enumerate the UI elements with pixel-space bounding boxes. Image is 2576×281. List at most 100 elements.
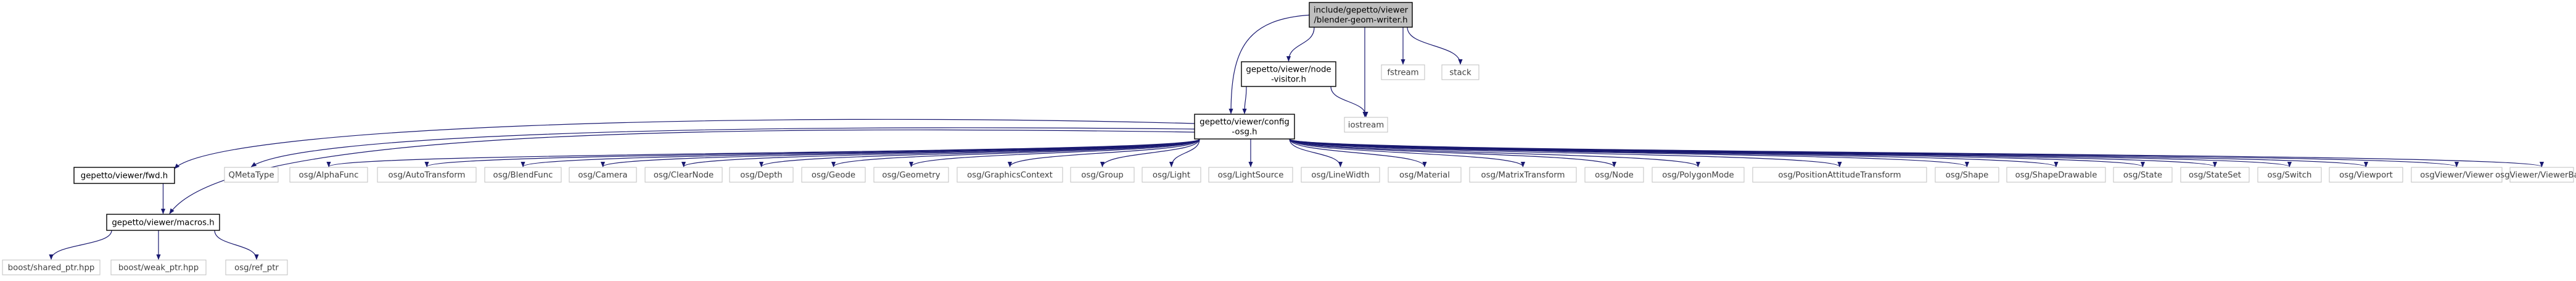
node-osg-shape: osg/Shape <box>1935 167 1999 183</box>
node-include-gepetto-viewer-blender-geom-writer-h[interactable]: include/gepetto/viewer/blender-geom-writ… <box>1309 2 1413 28</box>
node-label: osg/Light <box>1153 171 1190 180</box>
node-label: include/gepetto/viewer <box>1314 6 1409 15</box>
node-gepetto-viewer-macros-h[interactable]: gepetto/viewer/macros.h <box>106 214 220 231</box>
edge-node_visitor-to-config_osg <box>1242 86 1247 114</box>
edge-config_osg-to-osg_group <box>1100 138 1200 167</box>
edge-config_osg-to-osg_blendfunc <box>521 138 1200 167</box>
edge-config_osg-to-osgviewer_viewerbase <box>1289 138 2544 167</box>
edge-config_osg-to-osg_geode <box>831 138 1200 167</box>
node-label: osg/Switch <box>2268 171 2312 180</box>
node-iostream: iostream <box>1344 117 1388 133</box>
edge-config_osg-to-osgviewer_viewer <box>1289 138 2459 167</box>
node-box <box>1241 61 1336 87</box>
node-osgviewer-viewer: osgViewer/Viewer <box>2411 167 2503 183</box>
edge-config_osg-to-qmetatype <box>250 127 1195 167</box>
node-label: osg/AlphaFunc <box>299 171 359 180</box>
node-osg-camera: osg/Camera <box>569 167 637 183</box>
node-box <box>1584 167 1644 183</box>
node-gepetto-viewer-config-osg-h[interactable]: gepetto/viewer/config-osg.h <box>1194 114 1295 140</box>
node-label: /blender-geom-writer.h <box>1314 16 1407 25</box>
node-osg-linewidth: osg/LineWidth <box>1301 167 1380 183</box>
node-layer: include/gepetto/viewer/blender-geom-writ… <box>2 2 2576 275</box>
node-box <box>2006 167 2106 183</box>
node-box <box>73 167 175 184</box>
edge-config_osg-to-osg_material <box>1289 138 1427 167</box>
node-osg-lightsource: osg/LightSource <box>1208 167 1293 183</box>
node-box <box>225 259 288 275</box>
node-label: gepetto/viewer/fwd.h <box>81 172 168 181</box>
node-box <box>289 167 368 183</box>
node-box <box>957 167 1063 183</box>
node-gepetto-viewer-node-visitor-h[interactable]: gepetto/viewer/node-visitor.h <box>1241 61 1336 87</box>
node-box <box>2 259 101 275</box>
node-label: boost/weak_ptr.hpp <box>118 264 199 273</box>
node-box <box>106 214 220 231</box>
edge-root-to-node_visitor <box>1286 27 1315 62</box>
edge-config_osg-to-osg_clearnode <box>681 138 1200 167</box>
node-osg-node: osg/Node <box>1584 167 1644 183</box>
node-label: osg/Material <box>1399 171 1450 180</box>
edge-config_osg-to-osg_polygonmode <box>1289 138 1700 167</box>
node-stack: stack <box>1441 64 1479 80</box>
node-box <box>2509 167 2574 183</box>
node-box <box>1344 117 1388 133</box>
node-box <box>1301 167 1380 183</box>
node-osg-graphicscontext: osg/GraphicsContext <box>957 167 1063 183</box>
edge-config_osg-to-osg_pat <box>1289 138 1842 167</box>
node-box <box>1935 167 1999 183</box>
node-box <box>729 167 794 183</box>
node-osg-light: osg/Light <box>1142 167 1201 183</box>
node-label: osg/Camera <box>578 171 627 180</box>
edge-config_osg-to-osg_shape <box>1289 138 1969 167</box>
node-label: gepetto/viewer/macros.h <box>112 219 214 228</box>
node-label: osgViewer/ViewerBase <box>2495 171 2576 180</box>
node-osg-shapedrawable: osg/ShapeDrawable <box>2006 167 2106 183</box>
node-box <box>1388 167 1462 183</box>
node-osgviewer-viewerbase: osgViewer/ViewerBase <box>2495 167 2576 183</box>
node-label: iostream <box>1348 121 1384 130</box>
node-box <box>2113 167 2173 183</box>
node-box <box>377 167 477 183</box>
node-osg-positionattitudetransform: osg/PositionAttitudeTransform <box>1752 167 1927 183</box>
edge-config_osg-to-osg_autotransform <box>424 138 1200 167</box>
node-label: -visitor.h <box>1271 75 1306 85</box>
node-label: gepetto/viewer/config <box>1200 118 1290 127</box>
node-osg-group: osg/Group <box>1070 167 1135 183</box>
node-label: osg/AutoTransform <box>389 171 466 180</box>
node-osg-matrixtransform: osg/MatrixTransform <box>1469 167 1577 183</box>
node-qmetatype: QMetaType <box>224 167 279 183</box>
edge-config_osg-to-osg_depth <box>759 138 1200 167</box>
node-label: osg/StateSet <box>2189 171 2241 180</box>
node-label: -osg.h <box>1232 128 1257 137</box>
node-gepetto-viewer-fwd-h[interactable]: gepetto/viewer/fwd.h <box>73 167 175 184</box>
node-label: osg/GraphicsContext <box>967 171 1053 180</box>
node-osg-viewport: osg/Viewport <box>2329 167 2403 183</box>
node-box <box>569 167 637 183</box>
node-label: osg/LineWidth <box>1311 171 1369 180</box>
node-osg-clearnode: osg/ClearNode <box>644 167 723 183</box>
node-label: osg/ref_ptr <box>234 264 279 273</box>
node-fstream: fstream <box>1381 64 1425 80</box>
edge-node_visitor-to-iostream <box>1330 86 1368 117</box>
node-box <box>1309 2 1413 28</box>
node-label: fstream <box>1387 69 1418 78</box>
edge-config_osg-to-osg_switch <box>1289 138 2292 167</box>
node-label: osg/Depth <box>740 171 782 180</box>
node-label: osg/Viewport <box>2339 171 2393 180</box>
node-osg-blendfunc: osg/BlendFunc <box>484 167 562 183</box>
node-label: osg/Node <box>1595 171 1634 180</box>
node-osg-state: osg/State <box>2113 167 2173 183</box>
node-box <box>484 167 562 183</box>
node-box <box>110 259 207 275</box>
edge-root-to-stack <box>1407 27 1463 65</box>
node-label: gepetto/viewer/node <box>1246 65 1331 75</box>
edge-config_osg-to-macros <box>169 129 1195 214</box>
node-box <box>1441 64 1479 80</box>
node-osg-geode: osg/Geode <box>801 167 866 183</box>
node-label: boost/shared_ptr.hpp <box>8 264 95 273</box>
node-label: QMetaType <box>228 171 274 180</box>
node-box <box>644 167 723 183</box>
node-box <box>1652 167 1745 183</box>
node-label: osg/ShapeDrawable <box>2015 171 2097 180</box>
node-box <box>1142 167 1201 183</box>
